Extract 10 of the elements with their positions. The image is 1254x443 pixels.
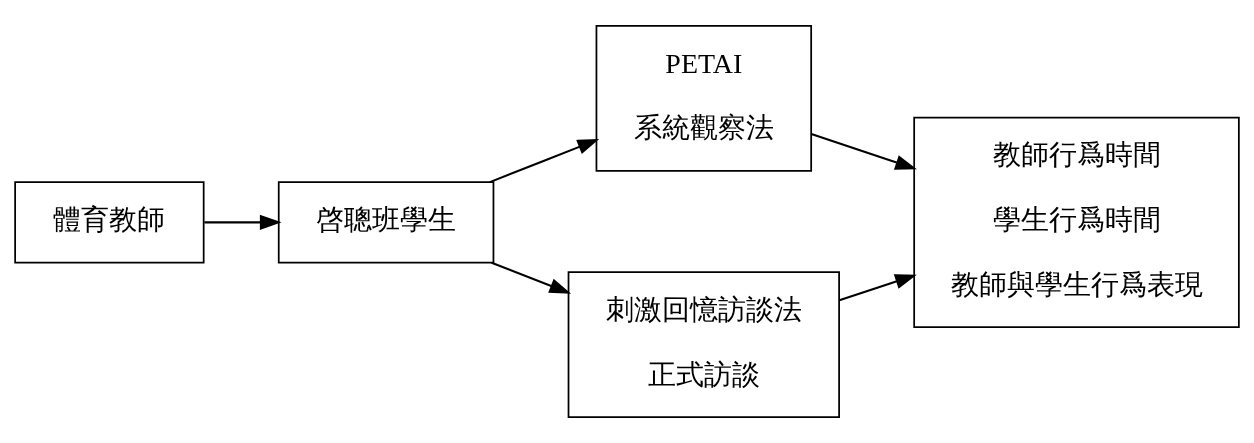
arrow [204, 214, 282, 230]
arrow [491, 261, 572, 294]
node-box: PETAI 系統觀察法 [595, 25, 813, 172]
node-box: 刺激回憶訪談法 正式訪談 [567, 271, 840, 418]
arrow [839, 274, 917, 302]
node-box: 體育教師 [14, 181, 205, 264]
arrow [811, 132, 917, 170]
node-box: 啓聰班學生 [277, 181, 495, 264]
node-box: 教師行爲時間 學生行爲時間 教師與學生行爲表現 [913, 116, 1240, 328]
arrow [489, 139, 600, 184]
